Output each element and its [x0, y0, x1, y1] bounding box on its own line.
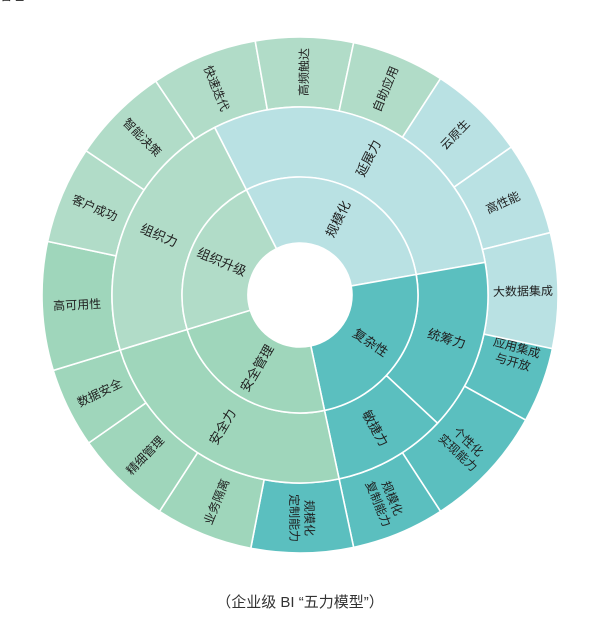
outer-ring-label: 高频触达 — [296, 48, 312, 96]
outer-ring-label: 资源管理 — [0, 0, 24, 3]
outer-ring-label: 规模化定制能力 — [287, 494, 317, 542]
outer-ring-label: 大数据集成 — [493, 283, 553, 299]
outer-ring-label: 高可用性 — [53, 296, 102, 313]
figure-caption: （企业级 BI “五力模型”） — [216, 594, 384, 611]
center-hole — [248, 243, 352, 347]
